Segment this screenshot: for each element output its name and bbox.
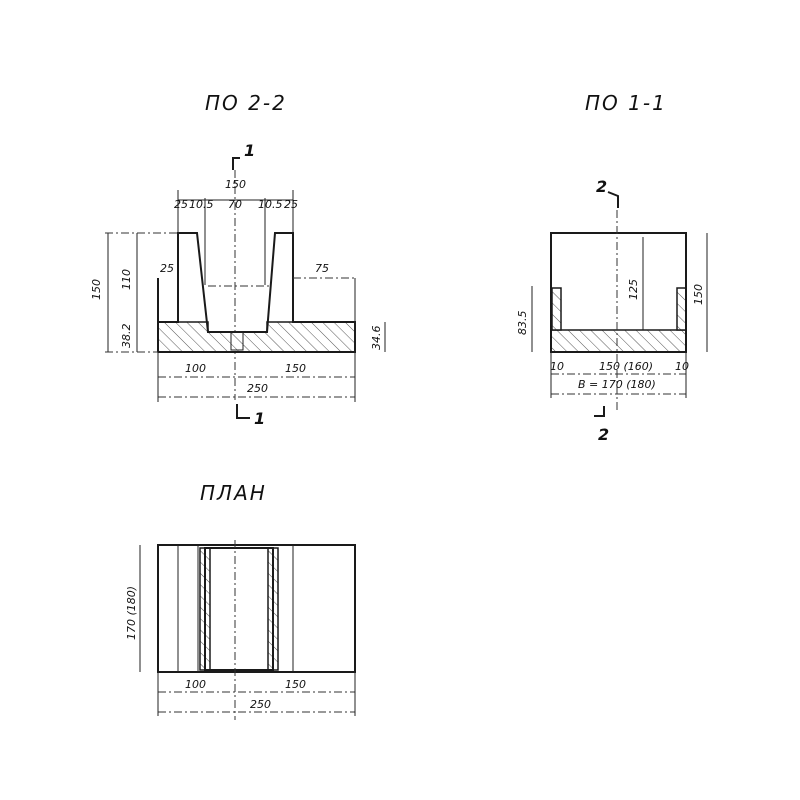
dim-plan-height: 170 (180) xyxy=(125,586,138,640)
section-marker-bottom-label: 1 xyxy=(254,409,265,428)
dim-bottom-right: 150 xyxy=(285,678,306,691)
plan-title: ПЛАН xyxy=(200,481,267,505)
dim-bottom-right: 10 xyxy=(675,360,689,373)
dim-inner-height: 125 xyxy=(627,279,640,300)
dim-bottom-right: 150 xyxy=(285,362,306,375)
section-marker-bottom xyxy=(236,404,250,419)
drain-notch xyxy=(230,331,244,351)
dim-side-height: 83.5 xyxy=(516,311,529,336)
dim-height-lower: 38.2 xyxy=(120,324,133,349)
side-wall-right xyxy=(676,287,687,331)
section-1-1: ПО 1-1 2 125 150 83.5 10 150 (160) 10 В … xyxy=(516,91,708,444)
dim-left-step: 25 xyxy=(160,262,174,275)
dim-height-total: 150 xyxy=(692,284,705,305)
section-marker-top-label: 2 xyxy=(596,177,607,196)
plan-channel xyxy=(204,547,274,671)
section-marker-bottom-label: 2 xyxy=(598,425,609,444)
dim-bottom-mid: 150 (160) xyxy=(599,360,653,373)
plan-outline xyxy=(157,544,356,673)
section-marker-top-label: 1 xyxy=(244,141,255,160)
section-marker-bottom xyxy=(594,406,605,417)
dim-top-part: 10.5 xyxy=(258,198,283,211)
dim-right-base: 34.6 xyxy=(370,326,383,351)
dim-top-part: 10.5 xyxy=(189,198,214,211)
section-2-2-title: ПО 2-2 xyxy=(205,91,287,115)
dim-bottom-total: 250 xyxy=(250,698,271,711)
dim-bottom-total: В = 170 (180) xyxy=(578,378,656,391)
dim-bottom-left: 100 xyxy=(185,678,206,691)
dim-height-upper: 110 xyxy=(120,269,133,290)
dim-bottom-left: 100 xyxy=(185,362,206,375)
dim-bottom-total: 250 xyxy=(247,382,268,395)
dim-bottom-left: 10 xyxy=(550,360,564,373)
dim-height-total: 150 xyxy=(90,279,103,300)
base-hatched xyxy=(157,321,356,353)
section-1-1-outline xyxy=(550,232,687,353)
side-wall-left xyxy=(551,287,562,331)
dim-top-part: 25 xyxy=(174,198,188,211)
dim-top-total: 150 xyxy=(225,178,246,191)
dim-right-step: 75 xyxy=(315,262,329,275)
section-marker-top xyxy=(607,191,619,208)
plan-view: ПЛАН 170 (180) 100 150 250 xyxy=(125,481,356,720)
base-hatched xyxy=(550,329,687,353)
section-marker-top xyxy=(232,157,240,170)
section-1-1-title: ПО 1-1 xyxy=(585,91,667,115)
dim-top-part: 25 xyxy=(284,198,298,211)
dim-top-part: 70 xyxy=(228,198,242,211)
section-2-2: ПО 2-2 1 150 25 10.5 70 10.5 25 150 110 … xyxy=(90,91,386,428)
